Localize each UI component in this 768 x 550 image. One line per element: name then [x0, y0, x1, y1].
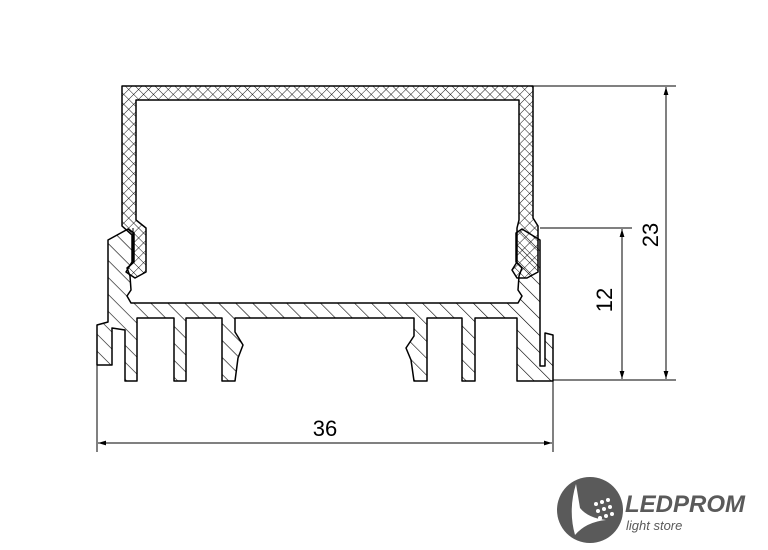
dimension-label-23: 23 — [638, 223, 663, 247]
base-profile — [96, 228, 554, 382]
dimension-label-36: 36 — [313, 416, 337, 441]
logo-tagline: light store — [626, 518, 682, 533]
dimension-height-12: 12 — [540, 227, 632, 379]
diffuser-clip-lines — [132, 228, 518, 262]
ledprom-logo: LEDPROM light store — [557, 477, 746, 543]
dimension-width-36: 36 — [96, 365, 554, 452]
logo-name: LEDPROM — [625, 491, 746, 518]
dimension-height-23: 23 — [533, 85, 676, 381]
dimension-label-12: 12 — [592, 288, 617, 312]
diffuser-cover — [121, 85, 539, 279]
logo-emblem-icon — [557, 477, 623, 543]
